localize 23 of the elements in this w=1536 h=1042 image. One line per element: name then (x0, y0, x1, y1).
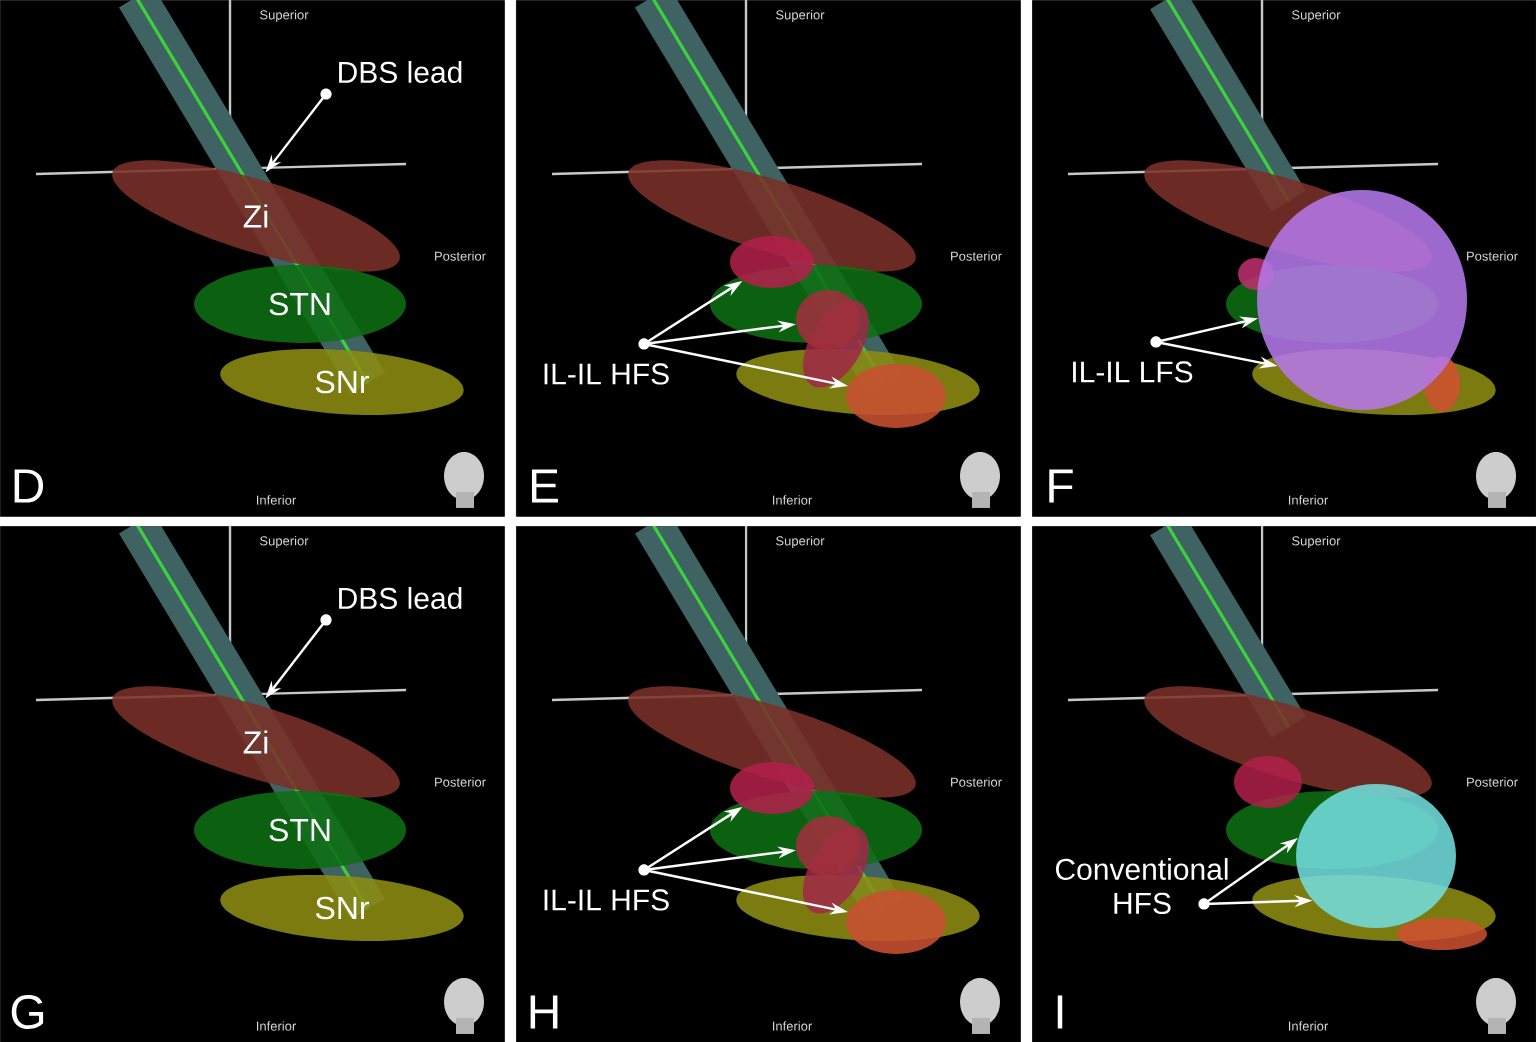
panel-letter: H (530, 995, 558, 1029)
activation-region (730, 761, 814, 814)
panel-letter: F (1049, 469, 1073, 503)
panel-letter: I (1057, 995, 1063, 1029)
nucleus-shape (628, 686, 916, 798)
activation-region (846, 889, 946, 954)
callout-label: DBS lead (320, 586, 462, 626)
activation-region (1296, 783, 1456, 928)
callout-label: IL-IL HFS (544, 338, 669, 385)
nucleus-shape (1144, 686, 1432, 798)
panel-letter: G (11, 995, 44, 1029)
panel-letter: D (14, 469, 44, 503)
callout-label: IL-IL LFS (1073, 336, 1193, 383)
activation-region (846, 364, 946, 428)
activation-region (1257, 190, 1467, 410)
activation-region (796, 290, 860, 350)
nucleus-shape (628, 160, 916, 272)
callout-label: Conventional HFS (1056, 857, 1228, 914)
panel-letter: E (531, 469, 558, 503)
callout-label: DBS lead (320, 60, 462, 100)
activation-region (796, 815, 860, 876)
callout-label: IL-IL HFS (544, 864, 669, 911)
activation-region (730, 236, 814, 288)
